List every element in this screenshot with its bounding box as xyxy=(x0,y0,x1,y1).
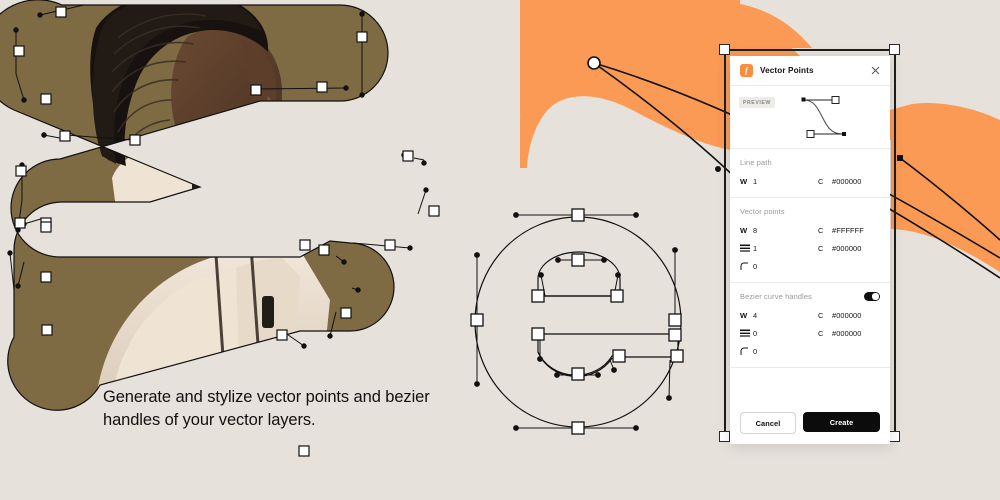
selection-handle-bottom-left[interactable] xyxy=(719,431,730,442)
vector-points-stroke-color-value[interactable]: #000000 xyxy=(832,244,862,253)
bezier-handles-toggle[interactable] xyxy=(864,292,880,301)
letter-e-anchor-points[interactable] xyxy=(470,208,684,435)
orange-shape-right xyxy=(890,102,1000,272)
vector-photo-shape xyxy=(0,0,395,411)
corner-radius-icon xyxy=(740,347,753,356)
vector-points-panel: f Vector Points PREVIEW xyxy=(730,56,890,444)
width-icon: W xyxy=(740,225,748,235)
create-button[interactable]: Create xyxy=(803,412,880,432)
row-bezier-corner[interactable]: 0 xyxy=(740,344,880,359)
color-label: C xyxy=(818,226,824,235)
bezier-fill-color-value[interactable]: #000000 xyxy=(832,311,862,320)
letter-e-handle-bars[interactable] xyxy=(474,212,678,431)
row-bezier-stroke[interactable]: 0 C #000000 xyxy=(740,326,880,341)
orange-shape-top-fill xyxy=(520,0,740,118)
selection-handle-top-left[interactable] xyxy=(719,44,730,55)
stroke-weight-icon xyxy=(740,329,753,338)
stroke-weight-icon xyxy=(740,244,753,253)
width-icon: W xyxy=(740,310,748,320)
row-vector-points-width[interactable]: W 8 C #FFFFFF xyxy=(740,223,880,238)
color-label: C xyxy=(818,244,824,253)
section-label: Line path xyxy=(740,158,772,167)
vector-points-corner-value[interactable]: 0 xyxy=(753,262,758,271)
corner-radius-icon xyxy=(740,262,753,271)
vector-points-fill-color-value[interactable]: #FFFFFF xyxy=(832,226,864,235)
color-label: C xyxy=(818,329,824,338)
line-path-width-value[interactable]: 1 xyxy=(753,177,758,186)
color-label: C xyxy=(818,311,824,320)
bezier-stroke-color-value[interactable]: #000000 xyxy=(832,329,862,338)
panel-header: f Vector Points xyxy=(730,56,890,86)
bezier-control-point[interactable] xyxy=(897,155,903,161)
section-header: Bezier curve handles xyxy=(740,292,880,301)
panel-title: Vector Points xyxy=(760,66,814,75)
preview-bezier-curve xyxy=(801,96,846,138)
letter-e-vector xyxy=(474,216,682,428)
bezier-stroke-value[interactable]: 0 xyxy=(753,329,758,338)
bezier-control-dot[interactable] xyxy=(715,166,721,172)
row-bezier-width[interactable]: W 4 C #000000 xyxy=(740,308,880,323)
selection-edge-right xyxy=(894,49,896,438)
row-vector-points-corner[interactable]: 0 xyxy=(740,259,880,274)
section-header: Line path xyxy=(740,158,880,167)
color-label: C xyxy=(818,177,824,186)
width-icon: W xyxy=(740,176,748,186)
orange-shape-top-curve xyxy=(520,33,730,168)
caption-text: Generate and stylize vector points and b… xyxy=(103,386,503,433)
shape-anchor-points[interactable] xyxy=(13,6,440,457)
close-icon[interactable] xyxy=(870,65,881,76)
section-header: Vector points xyxy=(740,207,880,216)
caption-line-1: Generate and stylize vector points and b… xyxy=(103,388,430,406)
selection-handle-bottom-right[interactable] xyxy=(889,431,900,442)
vector-points-stroke-value[interactable]: 1 xyxy=(753,244,758,253)
line-path-color-value[interactable]: #000000 xyxy=(832,177,862,186)
bezier-width-value[interactable]: 4 xyxy=(753,311,758,320)
selection-edge-top xyxy=(724,49,896,51)
selection-edge-left xyxy=(724,49,726,438)
section-label: Vector points xyxy=(740,207,785,216)
section-bezier-curve-handles: Bezier curve handles W 4 C #000000 0 xyxy=(730,283,890,368)
section-line-path: Line path W 1 C #000000 xyxy=(730,149,890,198)
selection-handle-top-right[interactable] xyxy=(889,44,900,55)
section-vector-points: Vector points W 8 C #FFFFFF 1 C #0000 xyxy=(730,198,890,283)
panel-preview: PREVIEW xyxy=(730,86,890,149)
bezier-corner-value[interactable]: 0 xyxy=(753,347,758,356)
vector-points-width-value[interactable]: 8 xyxy=(753,226,758,235)
caption-line-2: handles of your vector layers. xyxy=(103,411,316,430)
section-label: Bezier curve handles xyxy=(740,292,813,301)
bezier-anchor-point[interactable] xyxy=(587,56,601,70)
row-vector-points-stroke[interactable]: 1 C #000000 xyxy=(740,241,880,256)
svg-text:f: f xyxy=(745,66,749,75)
preview-badge: PREVIEW xyxy=(739,97,775,108)
row-line-path-width[interactable]: W 1 C #000000 xyxy=(740,174,880,189)
cancel-button[interactable]: Cancel xyxy=(740,412,796,434)
italic-f-icon: f xyxy=(740,64,753,77)
panel-footer: Cancel Create xyxy=(730,402,890,444)
